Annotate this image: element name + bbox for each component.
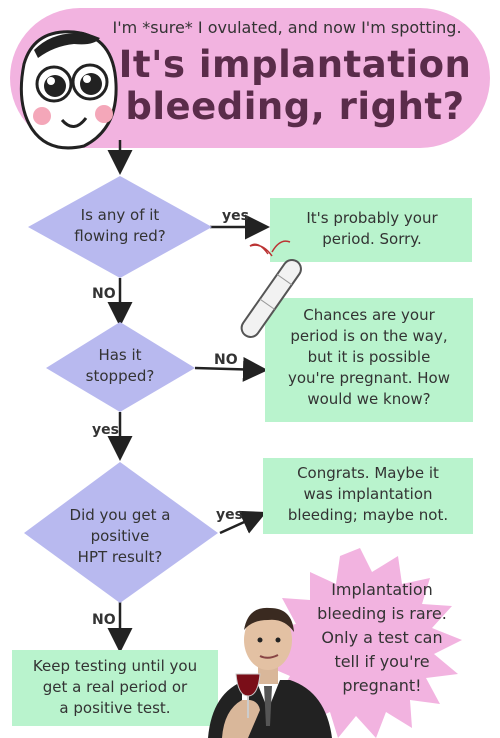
- decision-2-line-1: Has it: [98, 346, 142, 364]
- answer-2-line-2: period is on the way,: [290, 327, 448, 345]
- no-label-3: NO: [92, 612, 116, 628]
- answer-box-1: [270, 198, 472, 262]
- answer-1-line-2: period. Sorry.: [322, 230, 422, 248]
- decision-2-text: Has it stopped?: [60, 345, 180, 387]
- decision-2-shape: [46, 322, 195, 412]
- answer-box-3: [263, 458, 473, 534]
- decision-2-line-2: stopped?: [85, 367, 155, 385]
- burst-line-1: Implantation: [331, 580, 433, 599]
- burst-line-2: bleeding is rare.: [317, 604, 447, 623]
- answer-2-line-4: you're pregnant. How: [288, 369, 450, 387]
- page-title: It's implantation bleeding, right?: [110, 44, 480, 128]
- answer-4-line-2: get a real period or: [42, 678, 188, 696]
- man-with-wine-illustration: [208, 607, 332, 738]
- answer-3-text: Congrats. Maybe it was implantation blee…: [263, 463, 473, 526]
- yes-label-2: yes: [92, 422, 119, 438]
- answer-box-4: [12, 650, 218, 726]
- answer-2-line-3: but it is possible: [307, 348, 431, 366]
- rage-face-illustration: [19, 30, 118, 150]
- decision-3-line-2: positive: [90, 527, 150, 545]
- burst-text: Implantation bleeding is rare. Only a te…: [292, 578, 472, 698]
- answer-box-2: [265, 298, 473, 422]
- title-line-1: It's implantation: [118, 43, 472, 86]
- no-label-1: NO: [92, 286, 116, 302]
- answer-3-line-3: bleeding; maybe not.: [287, 506, 449, 524]
- title-line-2: bleeding, right?: [125, 85, 465, 128]
- subtitle: I'm *sure* I ovulated, and now I'm spott…: [112, 18, 462, 37]
- yes-label-3: yes: [216, 507, 243, 523]
- decision-1-shape: [28, 176, 212, 278]
- answer-2-text: Chances are your period is on the way, b…: [265, 305, 473, 410]
- decision-3-shape: [24, 462, 218, 603]
- answer-3-line-1: Congrats. Maybe it: [297, 464, 439, 482]
- burst-line-5: pregnant!: [342, 676, 422, 695]
- decision-1-line-1: Is any of it: [80, 206, 160, 224]
- decision-3-line-1: Did you get a: [69, 506, 171, 524]
- answer-1-text: It's probably your period. Sorry.: [272, 208, 472, 250]
- decision-3-line-3: HPT result?: [77, 548, 163, 566]
- answer-4-line-3: a positive test.: [59, 699, 171, 717]
- answer-3-line-2: was implantation: [303, 485, 433, 503]
- answer-4-line-1: Keep testing until you: [32, 657, 198, 675]
- answer-2-line-5: would we know?: [307, 390, 431, 408]
- answer-2-line-1: Chances are your: [303, 306, 435, 324]
- tampon-illustration: [240, 240, 302, 338]
- answer-4-text: Keep testing until you get a real period…: [12, 656, 218, 719]
- burst-line-4: tell if you're: [334, 652, 430, 671]
- decision-3-text: Did you get a positive HPT result?: [45, 505, 195, 568]
- decision-1-text: Is any of it flowing red?: [50, 205, 190, 247]
- yes-label-1: yes: [222, 208, 249, 224]
- answer-1-line-1: It's probably your: [306, 209, 438, 227]
- burst-line-3: Only a test can: [321, 628, 443, 647]
- no-label-2: NO: [214, 352, 238, 368]
- decision-1-line-2: flowing red?: [74, 227, 166, 245]
